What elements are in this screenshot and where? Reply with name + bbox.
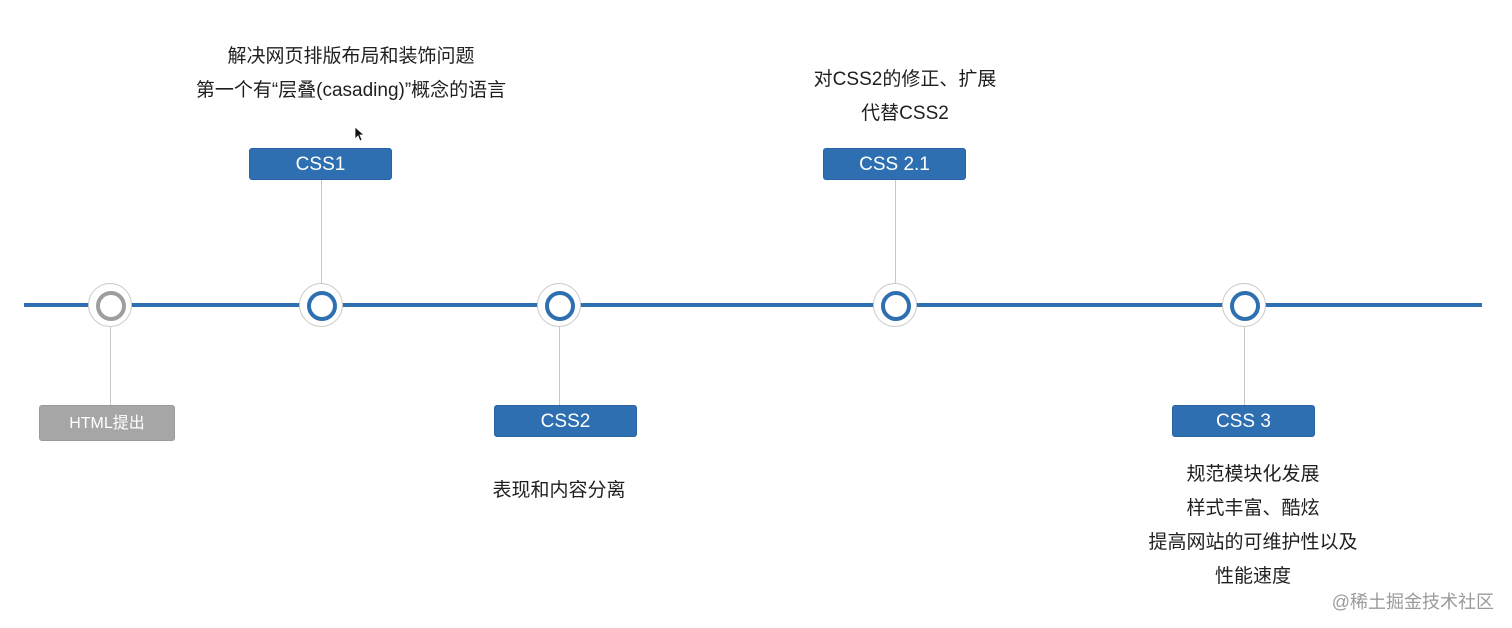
connector-css1	[321, 180, 322, 283]
note-line: 提高网站的可维护性以及	[1148, 532, 1358, 553]
timeline-node-css21	[873, 283, 917, 327]
mouse-cursor-icon	[354, 126, 364, 142]
timeline-node-css2	[537, 283, 581, 327]
connector-css3	[1244, 327, 1245, 405]
note-line: 代替CSS2	[861, 103, 949, 124]
timeline-node-html	[88, 283, 132, 327]
connector-css21	[895, 180, 896, 283]
watermark: @稀土掘金技术社区	[1331, 592, 1494, 612]
connector-html	[110, 327, 111, 405]
milestone-notes-css2: 表现和内容分离	[492, 474, 625, 508]
note-line: 解决网页排版布局和装饰问题	[227, 46, 475, 67]
timeline-node-css1	[299, 283, 343, 327]
milestone-label-html: HTML提出	[39, 405, 175, 441]
connector-css2	[559, 327, 560, 405]
milestone-label-css1: CSS1	[249, 148, 392, 180]
timeline-axis	[24, 303, 1482, 307]
milestone-notes-css3: 规范模块化发展 样式丰富、酷炫 提高网站的可维护性以及 性能速度	[1148, 458, 1357, 594]
timeline-node-css3	[1222, 283, 1266, 327]
milestone-label-css3: CSS 3	[1172, 405, 1315, 437]
milestone-label-css21: CSS 2.1	[823, 148, 966, 180]
note-line: 表现和内容分离	[492, 480, 626, 501]
milestone-notes-css1: 解决网页排版布局和装饰问题 第一个有“层叠(casading)”概念的语言	[196, 40, 506, 108]
note-line: 对CSS2的修正、扩展	[813, 69, 997, 90]
milestone-notes-css21: 对CSS2的修正、扩展 代替CSS2	[814, 63, 997, 131]
note-line: 第一个有“层叠(casading)”概念的语言	[195, 80, 507, 101]
note-line: 规范模块化发展	[1186, 464, 1320, 485]
note-line: 样式丰富、酷炫	[1186, 498, 1320, 519]
note-line: 性能速度	[1214, 566, 1292, 587]
milestone-label-css2: CSS2	[494, 405, 637, 437]
